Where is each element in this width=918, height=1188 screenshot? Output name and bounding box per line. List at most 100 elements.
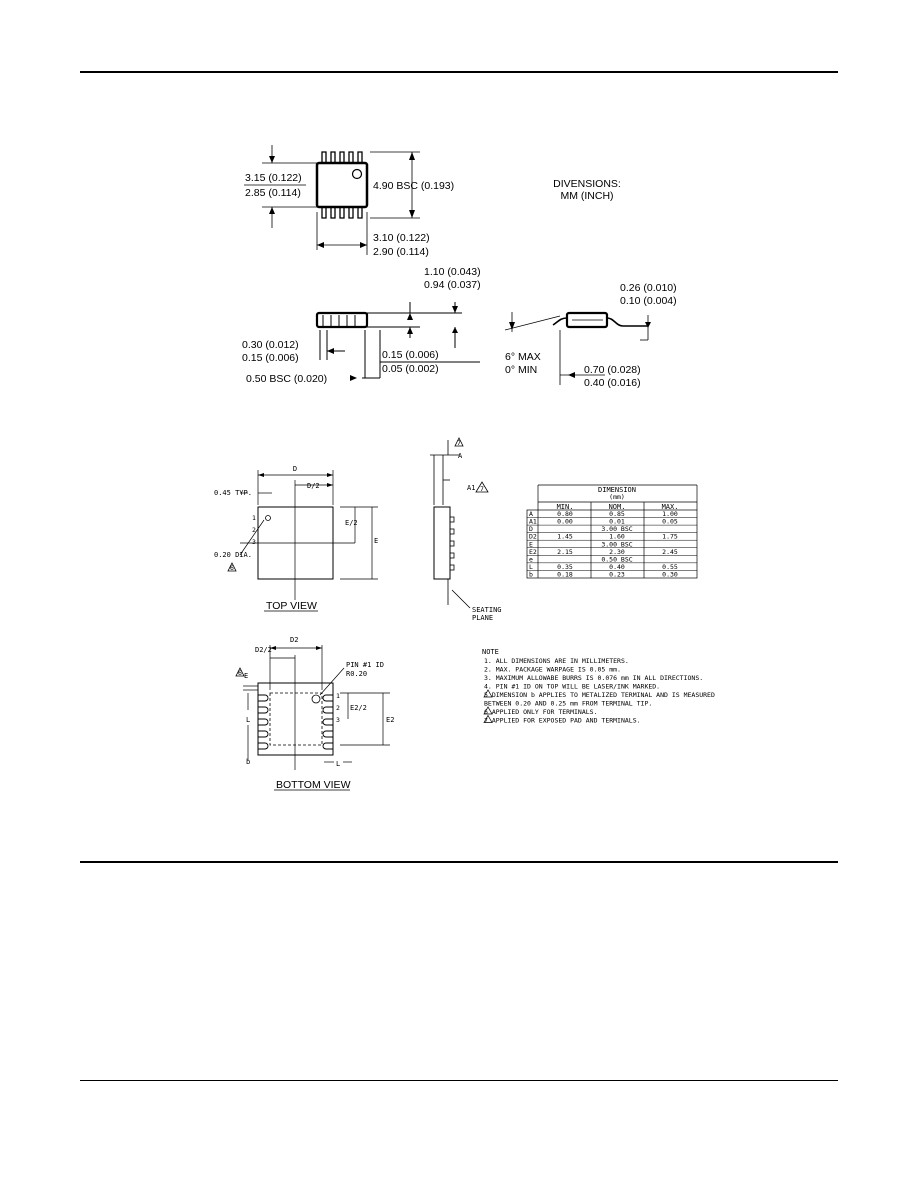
- dfn-top-view: D D/2 0.45 TYP. 1 2 3 E/2 E 0.20 DIA. 6 …: [214, 465, 378, 612]
- pin-id-label: PIN #1 ID: [346, 661, 384, 669]
- pin1-mark-icon: [351, 168, 363, 180]
- table-row-symbol: A: [529, 510, 533, 518]
- table-cell: 2.30: [609, 548, 625, 556]
- table-unit: (mm): [609, 493, 625, 501]
- table-cell: 0.05: [662, 518, 678, 526]
- table-cell: 2.15: [557, 548, 573, 556]
- table-row-symbol: b: [529, 570, 533, 578]
- overall-length: 4.90 BSC (0.193): [373, 180, 454, 192]
- table-cell: 0.85: [609, 510, 625, 518]
- dfn-b-label: b: [246, 758, 250, 766]
- table-cell: 0.18: [557, 570, 573, 578]
- dfn-e-bottom: E: [244, 672, 248, 680]
- table-cell: 0.55: [662, 563, 678, 571]
- notes-title: NOTE: [482, 648, 499, 656]
- dfn-side-view: 7 A A1 7 SEATING PLANE: [430, 437, 502, 622]
- table-header-nom: NOM.: [609, 503, 626, 511]
- note-line: 4. PIN #1 ID ON TOP WILL BE LASER/INK MA…: [484, 683, 660, 691]
- table-cell: 0.35: [557, 563, 573, 571]
- table-row-symbol: E2: [529, 548, 537, 556]
- dfn-bottom-pin1: 1: [336, 692, 340, 700]
- lead-pitch: 0.50 BSC (0.020): [246, 373, 327, 385]
- body-length-max: 3.10 (0.122): [373, 232, 430, 244]
- notes-block: NOTE 1. ALL DIMENSIONS ARE IN MILLIMETER…: [482, 648, 715, 725]
- dfn-d-half-label: D/2: [307, 482, 320, 490]
- table-title: DIMENSION: [598, 486, 636, 494]
- table-cell: 1.75: [662, 533, 678, 541]
- angle-max: 6° MAX: [505, 351, 541, 363]
- seating-plane-1: SEATING: [472, 606, 502, 614]
- dimension-table: DIMENSION (mm) MIN. NOM. MAX. A 0.80 0.85 1…: [526, 484, 698, 578]
- dfn-dia-label: 0.20 DIA.: [214, 551, 252, 559]
- triangle-6-bottom: 6: [238, 669, 242, 677]
- dfn-e2-half-label: E2/2: [350, 704, 367, 712]
- note-line: 5 DIMENSION b APPLIES TO METALIZED TERMI…: [484, 691, 715, 699]
- notes-list: 1. ALL DIMENSIONS ARE IN MILLIMETERS.2. …: [483, 657, 715, 725]
- lead-width-min: 0.15 (0.006): [242, 352, 299, 364]
- lead-width-max: 0.30 (0.012): [242, 339, 299, 351]
- section-rule: [80, 861, 838, 863]
- table-cell: 1.60: [609, 533, 625, 541]
- table-row-symbol: E: [529, 540, 533, 548]
- triangle-7-side: 7: [457, 439, 461, 447]
- table-cell: 0.23: [609, 570, 625, 578]
- dfn-typ-label: 0.45 TYP.: [214, 489, 252, 497]
- thickness-min: 0.10 (0.004): [620, 295, 677, 307]
- table-cell: 1.00: [662, 510, 678, 518]
- note-line: 2. MAX. PACKAGE WARPAGE IS 0.05 mm.: [484, 666, 621, 674]
- note-triangle-icon: [483, 689, 493, 698]
- note-line: BETWEEN 0.20 AND 0.25 mm FROM TERMINAL T…: [484, 700, 652, 708]
- height-max: 1.10 (0.043): [424, 266, 481, 278]
- dfn-bottom-view: D2 D2/2 PIN #1 ID R0.20 6 E 1 2 3 E2/2 E…: [235, 636, 394, 791]
- dfn-pin3: 3: [252, 538, 256, 546]
- note-line: 6 APPLIED ONLY FOR TERMINALS.: [484, 708, 598, 716]
- note-line: 7 APPLIED FOR EXPOSED PAD AND TERMINALS.: [484, 717, 641, 725]
- dfn-pin2: 2: [252, 526, 256, 534]
- table-cell: 0.00: [557, 518, 573, 526]
- dfn-l-left: L: [246, 716, 250, 724]
- foot-length-min: 0.40 (0.016): [584, 377, 641, 389]
- table-row-symbol: D: [529, 525, 533, 533]
- note-line: 3. MAXIMUM ALLOWABE BURRS IS 0.076 mm IN…: [484, 674, 703, 682]
- dfn-l-bottom: L: [336, 760, 340, 768]
- triangle-7-a1: 7: [480, 485, 484, 493]
- top-view-label: TOP VIEW: [266, 600, 317, 612]
- standoff-min: 0.05 (0.002): [382, 363, 439, 375]
- dimensions-title: DIVENSIONS:: [553, 178, 621, 190]
- table-cell: 0.40: [609, 563, 625, 571]
- body-length-min: 2.90 (0.114): [373, 246, 429, 258]
- dfn-a-label: A: [458, 452, 463, 460]
- table-cell-bsc: 3.00 BSC: [601, 540, 632, 548]
- table-cell: 0.80: [557, 510, 573, 518]
- msop-side-view: 1.10 (0.043) 0.94 (0.037) 0.30 (0.012) 0…: [242, 266, 481, 385]
- dfn-bottom-pin2: 2: [336, 704, 340, 712]
- msop-top-view: 3.15 (0.122) 2.85 (0.114) 4.90 BSC (0.19…: [244, 145, 621, 258]
- thickness-max: 0.26 (0.010): [620, 282, 677, 294]
- table-row-symbol: D2: [529, 533, 537, 541]
- dfn-e-label: E: [374, 537, 378, 545]
- dfn-d-label: D: [293, 465, 297, 473]
- note-triangle-icon: [483, 714, 493, 723]
- standoff-max: 0.15 (0.006): [382, 349, 439, 361]
- footer-rule: [80, 1080, 838, 1081]
- table-row-symbol: L: [529, 563, 533, 571]
- table-cell: 0.30: [662, 570, 678, 578]
- msop-end-view: 6° MAX 0° MIN 0.26 (0.010) 0.10 (0.004) …: [504, 282, 677, 389]
- body-width-max: 3.15 (0.122): [245, 172, 302, 184]
- header-rule: [80, 71, 838, 73]
- dimensions-units: MM (INCH): [560, 190, 613, 202]
- table-header-max: MAX.: [662, 503, 679, 511]
- table-header-min: MIN.: [557, 503, 574, 511]
- dfn-a1-label: A1: [467, 484, 475, 492]
- foot-length-max: 0.70 (0.028): [584, 364, 641, 376]
- pin-id-radius: R0.20: [346, 670, 367, 678]
- table-cell: 0.01: [609, 518, 625, 526]
- dfn-d2-label: D2: [290, 636, 298, 644]
- note-triangle-icon: [483, 706, 493, 715]
- dfn-e2-label: E2: [386, 716, 394, 724]
- seating-plane-2: PLANE: [472, 614, 493, 622]
- table-cell-bsc: 3.00 BSC: [601, 525, 632, 533]
- dfn-d2-half-label: D2/2: [255, 646, 272, 654]
- body-width-min: 2.85 (0.114): [245, 187, 301, 199]
